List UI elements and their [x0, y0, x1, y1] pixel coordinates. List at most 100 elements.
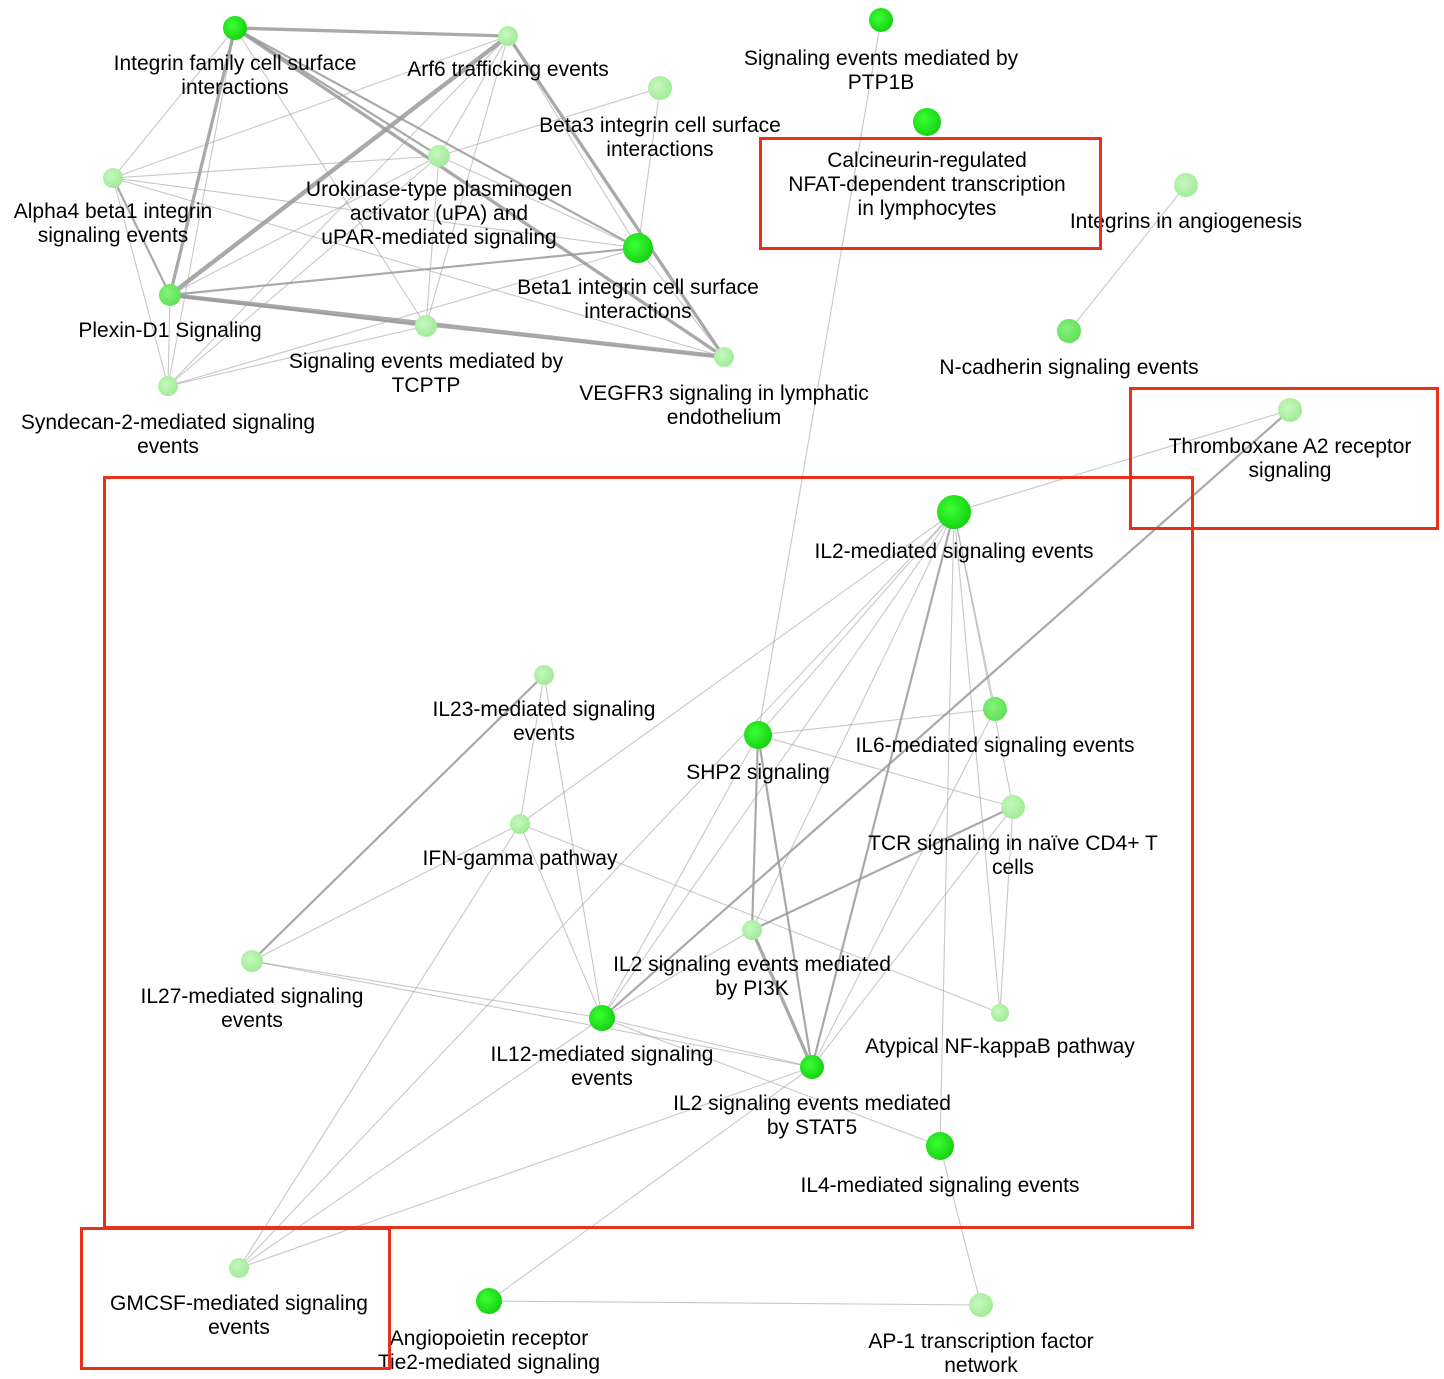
node-il2-stat5[interactable] — [800, 1055, 824, 1079]
edge-beta1-syndecan2 — [167, 247, 639, 387]
node-ncadherin[interactable] — [1057, 319, 1081, 343]
edge-integrin-family-arf6 — [233, 26, 510, 38]
edge-il2-ifng — [519, 511, 955, 825]
node-label-calcineurin: Calcineurin-regulated NFAT-dependent tra… — [788, 149, 1066, 220]
node-label-integrin-family: Integrin family cell surface interaction… — [113, 52, 357, 99]
node-vegfr3[interactable] — [714, 347, 734, 367]
edge-il2-il4 — [939, 511, 955, 1147]
edge-thromboxane-il2 — [953, 409, 1291, 513]
node-il4[interactable] — [926, 1132, 954, 1160]
node-beta1[interactable] — [623, 233, 653, 263]
edge-integrin-family-beta1 — [233, 26, 640, 250]
edge-arf6-vegfr3 — [506, 34, 726, 359]
edge-beta1-vegfr3 — [637, 247, 725, 358]
node-ap1[interactable] — [969, 1293, 993, 1317]
edge-il23-il27 — [250, 673, 546, 963]
node-ifng[interactable] — [510, 814, 530, 834]
node-syndecan2[interactable] — [158, 376, 178, 396]
edge-il2-atypical-nfkb — [953, 511, 1001, 1014]
edge-arf6-syndecan2 — [167, 35, 509, 387]
node-label-alpha4: Alpha4 beta1 integrin signaling events — [13, 200, 213, 247]
node-label-gmcsf: GMCSF-mediated signaling events — [110, 1292, 368, 1339]
edge-layer — [111, 19, 1292, 1306]
edge-il12-il4 — [601, 1017, 941, 1147]
edge-tcr-il2-stat5 — [811, 806, 1014, 1068]
node-calcineurin[interactable] — [913, 108, 941, 136]
node-shp2[interactable] — [744, 721, 772, 749]
edge-il4-ap1 — [939, 1145, 982, 1306]
node-angiopoietin[interactable] — [476, 1288, 502, 1314]
edge-il2-pi3k-il12 — [601, 929, 753, 1019]
edge-tcr-atypical-nfkb — [999, 806, 1014, 1014]
edge-il27-il2-stat5 — [251, 960, 813, 1068]
node-label-integrins-angio: Integrins in angiogenesis — [1069, 210, 1303, 233]
edge-arf6-plexin — [167, 33, 511, 298]
edge-il2-tcr — [953, 511, 1014, 808]
node-tcptp[interactable] — [415, 315, 437, 337]
node-il23[interactable] — [534, 665, 554, 685]
node-label-il12: IL12-mediated signaling events — [490, 1043, 714, 1090]
node-gmcsf[interactable] — [229, 1258, 249, 1278]
node-ptp1b[interactable] — [869, 8, 893, 32]
edge-upa-beta1 — [438, 155, 639, 249]
edge-plexin-tcptp — [168, 293, 428, 328]
node-label-ncadherin: N-cadherin signaling events — [939, 356, 1199, 379]
edge-integrin-family-alpha4 — [112, 27, 236, 179]
edge-shp2-il12 — [601, 734, 759, 1019]
node-il2[interactable] — [937, 495, 971, 529]
node-il27[interactable] — [241, 950, 263, 972]
edge-plexin-syndecan2 — [167, 294, 171, 387]
edge-arf6-beta1 — [507, 35, 639, 249]
node-label-beta3: Beta3 integrin cell surface interactions — [539, 114, 781, 161]
node-alpha4[interactable] — [103, 168, 123, 188]
node-label-il2-pi3k: IL2 signaling events mediated by PI3K — [613, 953, 891, 1000]
node-arf6[interactable] — [498, 26, 518, 46]
node-thromboxane[interactable] — [1278, 398, 1302, 422]
node-label-ap1: AP-1 transcription factor network — [868, 1330, 1094, 1377]
node-label-atypical-nfkb: Atypical NF-kappaB pathway — [865, 1035, 1135, 1058]
node-label-shp2: SHP2 signaling — [686, 761, 830, 784]
node-label-beta1: Beta1 integrin cell surface interactions — [517, 276, 759, 323]
edge-il12-il2-stat5 — [601, 1017, 813, 1068]
node-label-ptp1b: Signaling events mediated by PTP1B — [743, 47, 1019, 94]
node-plexin[interactable] — [159, 284, 181, 306]
node-label-angiopoietin: Angiopoietin receptor Tie2-mediated sign… — [377, 1327, 601, 1374]
node-layer — [103, 8, 1302, 1317]
edge-ifng-atypical-nfkb — [519, 823, 1001, 1014]
node-il6[interactable] — [983, 697, 1007, 721]
edge-il2-il2-stat5 — [810, 510, 956, 1069]
edge-integrin-family-vegfr3 — [233, 26, 726, 359]
edge-il23-ifng — [519, 674, 545, 825]
edge-il23-il12 — [543, 674, 603, 1019]
edge-il2-shp2 — [757, 511, 955, 736]
node-il12[interactable] — [589, 1005, 615, 1031]
edge-integrins-angio-ncadherin — [1068, 184, 1187, 332]
edge-il2-gmcsf — [238, 511, 955, 1269]
node-tcr[interactable] — [1001, 795, 1025, 819]
edge-upa-plexin — [169, 155, 440, 296]
node-label-vegfr3: VEGFR3 signaling in lymphatic endotheliu… — [579, 382, 869, 429]
node-label-arf6: Arf6 trafficking events — [407, 58, 609, 81]
node-integrins-angio[interactable] — [1174, 173, 1198, 197]
node-beta3[interactable] — [648, 76, 672, 100]
edge-arf6-tcptp — [425, 35, 509, 327]
node-il2-pi3k[interactable] — [742, 920, 762, 940]
edge-il2-il2-pi3k — [751, 511, 955, 931]
edge-alpha4-vegfr3 — [112, 177, 725, 358]
edge-beta3-upa — [438, 87, 661, 157]
edge-ifng-il12 — [519, 823, 603, 1019]
node-integrin-family[interactable] — [223, 16, 247, 40]
edge-arf6-alpha4 — [112, 35, 509, 179]
edge-shp2-il6 — [757, 708, 996, 736]
node-atypical-nfkb[interactable] — [991, 1004, 1009, 1022]
node-label-il2: IL2-mediated signaling events — [814, 540, 1094, 563]
edge-integrin-family-plexin — [168, 26, 237, 297]
edge-alpha4-upa — [112, 155, 440, 179]
node-upa[interactable] — [428, 145, 450, 167]
node-label-syndecan2: Syndecan-2-mediated signaling events — [20, 411, 316, 458]
edge-il6-il2-stat5 — [811, 708, 996, 1068]
node-label-plexin: Plexin-D1 Signaling — [78, 319, 262, 342]
edge-tcptp-vegfr3 — [425, 325, 725, 358]
